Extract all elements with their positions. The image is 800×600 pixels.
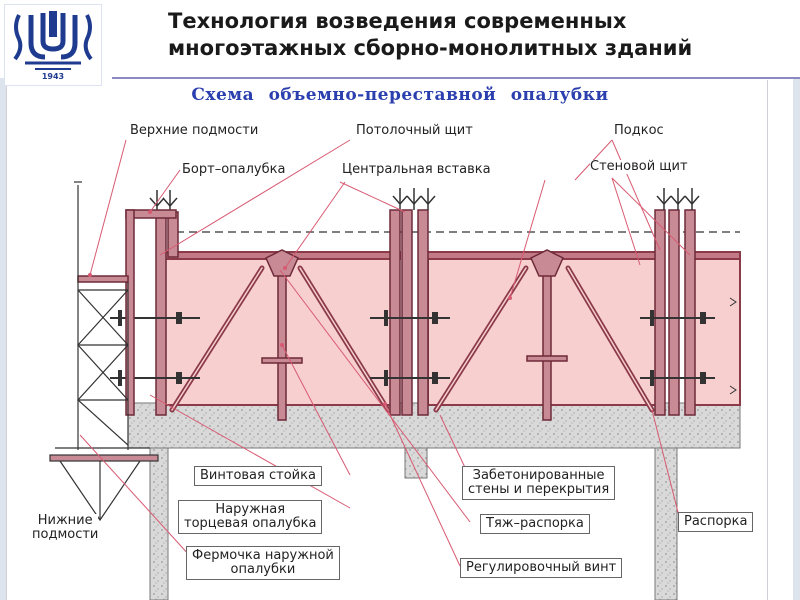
left-edge-strip [0, 78, 7, 600]
outer-truss [74, 181, 129, 450]
label-outer-end-formwork: Наружная торцевая опалубка [178, 500, 323, 534]
concreted-line-2: стены и перекрытия [468, 482, 610, 497]
screw-posts [261, 249, 568, 421]
slide-title: Технология возведения современных многоэ… [168, 9, 693, 60]
label-lower-scaffold: Нижние подмости [32, 513, 99, 542]
truss-line-1: Фермочка наружной [192, 548, 334, 563]
outer-end-formwork-line-1: Наружная [215, 502, 286, 517]
concreted-line-1: Забетонированные [472, 468, 605, 483]
label-strut: Подкос [614, 123, 664, 138]
emblem-icon [13, 11, 93, 70]
wall-panels [155, 209, 696, 416]
diagram-title: Схема объемно-переставной опалубки [191, 85, 609, 105]
label-truss: Фермочка наружной опалубки [186, 546, 340, 580]
label-screw-post: Винтовая стойка [194, 466, 322, 486]
label-upper-scaffold: Верхние подмости [130, 123, 259, 138]
label-wall-panel: Стеновой щит [590, 159, 688, 174]
label-central-insert: Центральная вставка [342, 162, 491, 177]
university-logo: 1943 [4, 4, 102, 86]
outer-end-formwork-line-2: торцевая опалубка [184, 516, 317, 531]
label-concreted: Забетонированные стены и перекрытия [462, 466, 616, 500]
label-spacer: Распорка [678, 512, 754, 532]
label-adjust-screw: Регулировочный винт [460, 558, 623, 578]
right-edge-strip [793, 78, 800, 600]
lower-scaffold-line-2: подмости [32, 527, 99, 542]
truss-line-2: опалубки [230, 562, 296, 577]
lower-scaffold [49, 447, 159, 522]
label-ceiling-panel: Потолочный щит [356, 123, 473, 138]
label-tie-spacer: Тяж–распорка [480, 514, 590, 534]
lower-scaffold-line-1: Нижние [37, 513, 93, 528]
label-edge-formwork: Борт–опалубка [182, 162, 286, 177]
logo-year: 1943 [41, 72, 65, 81]
upper-scaffold-posts [149, 188, 700, 212]
title-underline [112, 77, 800, 79]
